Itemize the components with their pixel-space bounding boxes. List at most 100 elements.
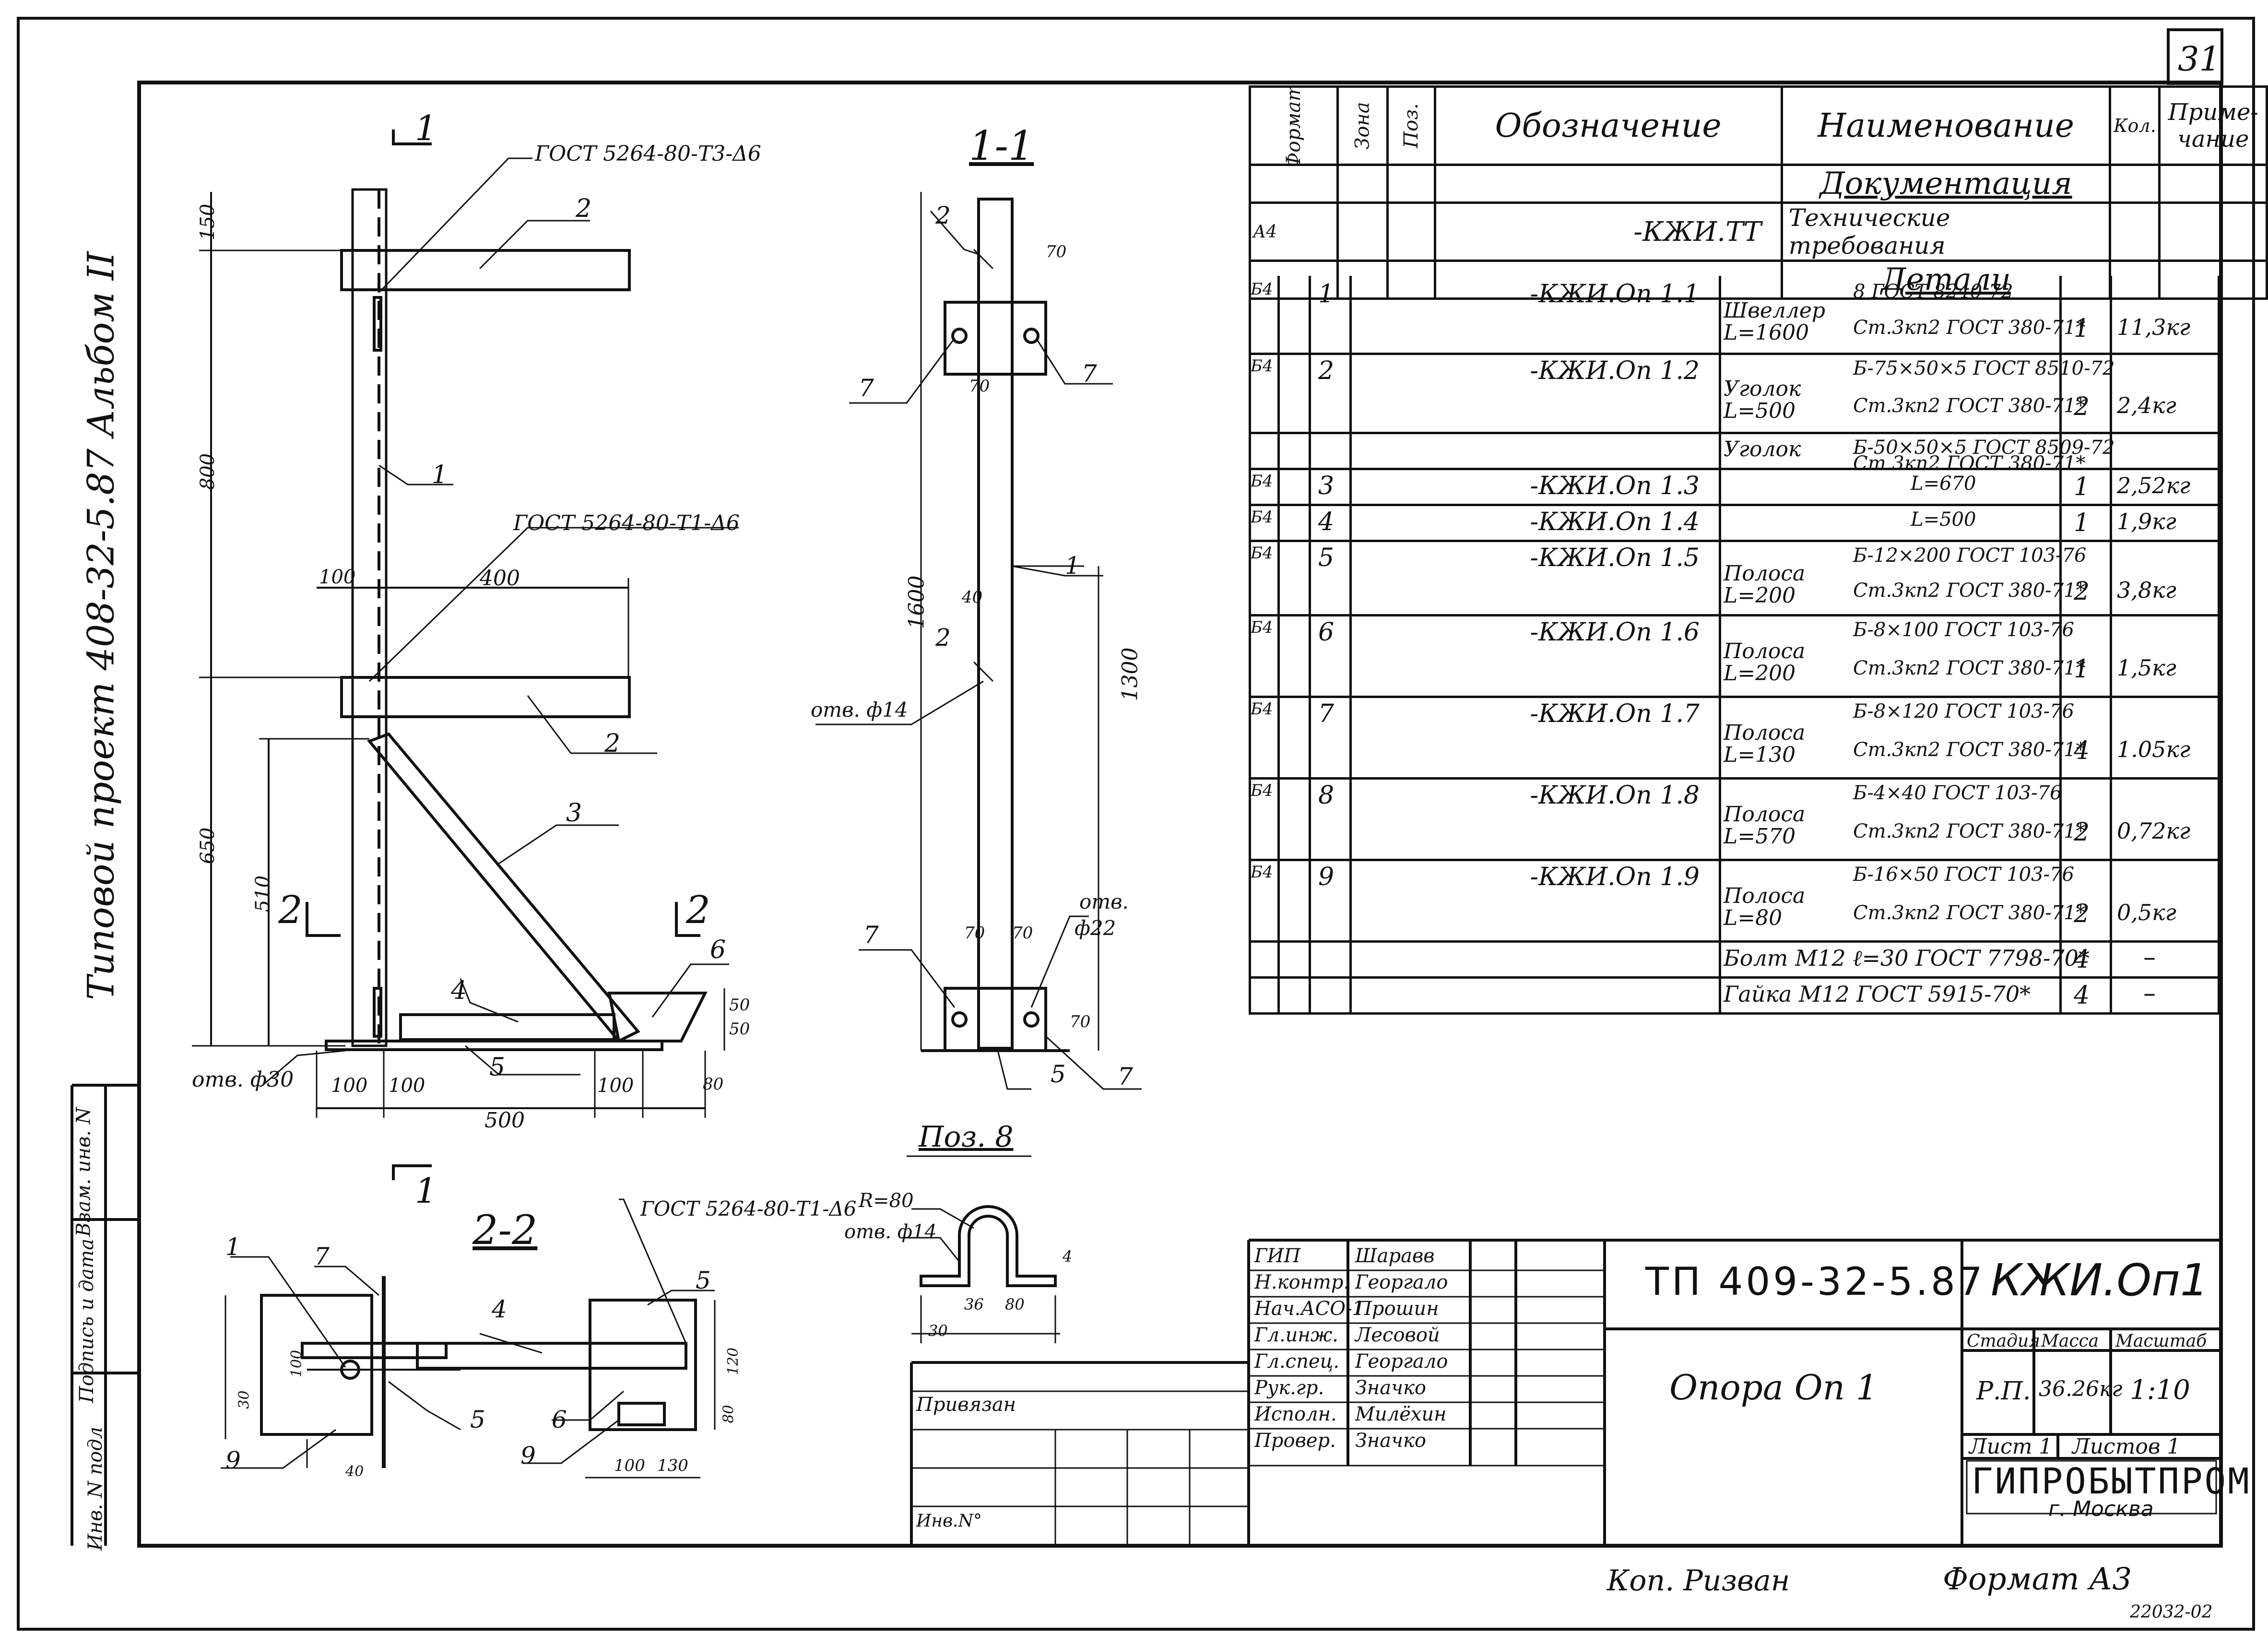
stage-label: Стадия: [1967, 1331, 2040, 1351]
spec-col-sep: [1277, 976, 1280, 1012]
spec-col-sep: [1719, 432, 1721, 468]
s11-pos-1: 1: [1065, 552, 1080, 580]
row-pos: 4: [1318, 508, 1335, 536]
spec-table: Формат Зона Поз. Обозначение Наименовани…: [1249, 85, 2268, 300]
row-pos: 6: [1318, 618, 1335, 647]
sheet-number: 31: [2178, 39, 2221, 79]
pos-6: 6: [710, 935, 726, 964]
dim-50b: 50: [729, 1019, 750, 1039]
row-designation: -КЖИ.Оп 1.9: [1530, 863, 1700, 891]
pos8-dim-30: 30: [928, 1322, 948, 1340]
row-qty: 1: [2074, 314, 2090, 343]
spec-col-sep: [1349, 276, 1352, 353]
pos8-dim-36: 36: [964, 1295, 984, 1314]
spec-col-sep: [2110, 859, 2112, 940]
spec-col-sep: [1309, 353, 1311, 432]
spec-col-sep: [2110, 432, 2112, 468]
spec-col-sep: [1309, 468, 1311, 504]
spec-col-sep: [1309, 614, 1311, 696]
role-label: Провер.: [1254, 1430, 1336, 1452]
row-std2: Ст.3кп2 ГОСТ 380-71*: [1853, 394, 2086, 417]
spec-col-sep: [1277, 504, 1280, 540]
spec-header-row: Формат Зона Поз. Обозначение Наименовани…: [1249, 85, 2268, 166]
row-pos: 2: [1318, 356, 1335, 385]
row-pos: 8: [1318, 781, 1335, 810]
spec-col-sep: [1349, 696, 1352, 777]
row-note: 2,4кг: [2117, 392, 2176, 418]
doc-row: А4 -КЖИ.ТТ Технические требования: [1249, 201, 2268, 262]
spec-col-sep: [2110, 614, 2112, 696]
role-name: Прошин: [1355, 1298, 1439, 1320]
s11-pos-7a: 7: [859, 374, 874, 402]
row-designation: -КЖИ.Оп 1.7: [1530, 699, 1700, 728]
role-label: Н.контр.: [1254, 1271, 1350, 1293]
s22-dim-100: 100: [288, 1350, 306, 1378]
spec-col-sep: [2059, 504, 2062, 540]
dim-80: 80: [703, 1075, 724, 1094]
row-designation: -КЖИ.Оп 1.8: [1530, 781, 1700, 810]
s22-pos-5a: 5: [696, 1267, 711, 1294]
row-std2: Ст.3кп2 ГОСТ 380-71*: [1853, 657, 2086, 679]
col-qty: Кол.: [2109, 85, 2161, 166]
strip-label-replace: Взам. инв. N: [72, 1107, 95, 1237]
row-std2: Ст.3кп2 ГОСТ 380-71*: [1853, 579, 2086, 602]
spec-col-sep: [1277, 859, 1280, 940]
row-std1: L=500: [1911, 509, 1976, 531]
s22-dim-100b: 100: [614, 1456, 645, 1475]
row-std2: Ст.3кп2 ГОСТ 380-71*: [1853, 452, 2086, 474]
col-designation: Обозначение: [1433, 85, 1783, 166]
dim-100-b2: 100: [389, 1075, 425, 1097]
row-name: Гайка М12 ГОСТ 5915-70*: [1724, 981, 2031, 1007]
s11-dim-70b: 70: [969, 377, 990, 396]
col-zone: Зона: [1336, 85, 1389, 166]
role-name: Милёхин: [1355, 1403, 1447, 1425]
spec-col-sep: [1719, 777, 1721, 859]
row-name-left: Полоса L=200: [1724, 639, 1806, 686]
format-label: Формат А3: [1943, 1562, 2132, 1597]
s11-dim-70e: 70: [1070, 1012, 1091, 1031]
strip-label-sign: Подпись и дата: [76, 1238, 98, 1403]
spec-col-sep: [1719, 540, 1721, 614]
dim-510: 510: [252, 875, 274, 912]
col-name: Наименование: [1780, 85, 2112, 166]
copied-by: Коп. Ризван: [1607, 1564, 1790, 1598]
spec-col-sep: [1719, 504, 1721, 540]
row-name-left: Полоса L=130: [1724, 721, 1806, 768]
s11-dim-1600: 1600: [904, 575, 929, 629]
pos-5-left: 5: [489, 1053, 506, 1082]
row-designation: -КЖИ.Оп 1.2: [1530, 356, 1700, 385]
row-note: –: [2143, 979, 2156, 1008]
role-label: ГИП: [1254, 1245, 1301, 1267]
s22-pos-1: 1: [225, 1233, 241, 1261]
spec-col-sep: [1349, 859, 1352, 940]
org-city: г. Москва: [2048, 1497, 2154, 1521]
s11-hole-22-a: отв.: [1079, 890, 1129, 913]
pos-4: 4: [451, 976, 467, 1005]
spec-col-sep: [1349, 504, 1352, 540]
spec-col-sep: [2059, 353, 2062, 432]
row-designation: -КЖИ.Оп 1.5: [1530, 544, 1700, 572]
row-format: Б4: [1251, 472, 1273, 491]
row-std1: Б-50×50×5 ГОСТ 8509-72: [1853, 437, 2115, 459]
role-label: Гл.спец.: [1254, 1350, 1340, 1373]
spec-col-sep: [1719, 468, 1721, 504]
s22-dim-130: 130: [657, 1456, 688, 1475]
row-name-left: Уголок: [1724, 437, 1801, 462]
spec-col-sep: [2059, 614, 2062, 696]
s11-pos-2a: 2: [935, 201, 951, 229]
col-pos: Поз.: [1386, 85, 1436, 166]
spec-col-sep: [1349, 540, 1352, 614]
s11-dim-70d: 70: [1012, 924, 1033, 943]
spec-col-sep: [1309, 940, 1311, 976]
row-format: Б4: [1251, 699, 1273, 719]
s22-dim-80: 80: [720, 1405, 737, 1423]
spec-col-sep: [1719, 940, 1721, 976]
pos8-title: Поз. 8: [919, 1120, 1014, 1154]
inner-frame: [137, 81, 2223, 1548]
scale-value: 1:10: [2130, 1374, 2190, 1406]
spec-col-sep: [1309, 432, 1311, 468]
spec-col-sep: [1349, 976, 1352, 1012]
